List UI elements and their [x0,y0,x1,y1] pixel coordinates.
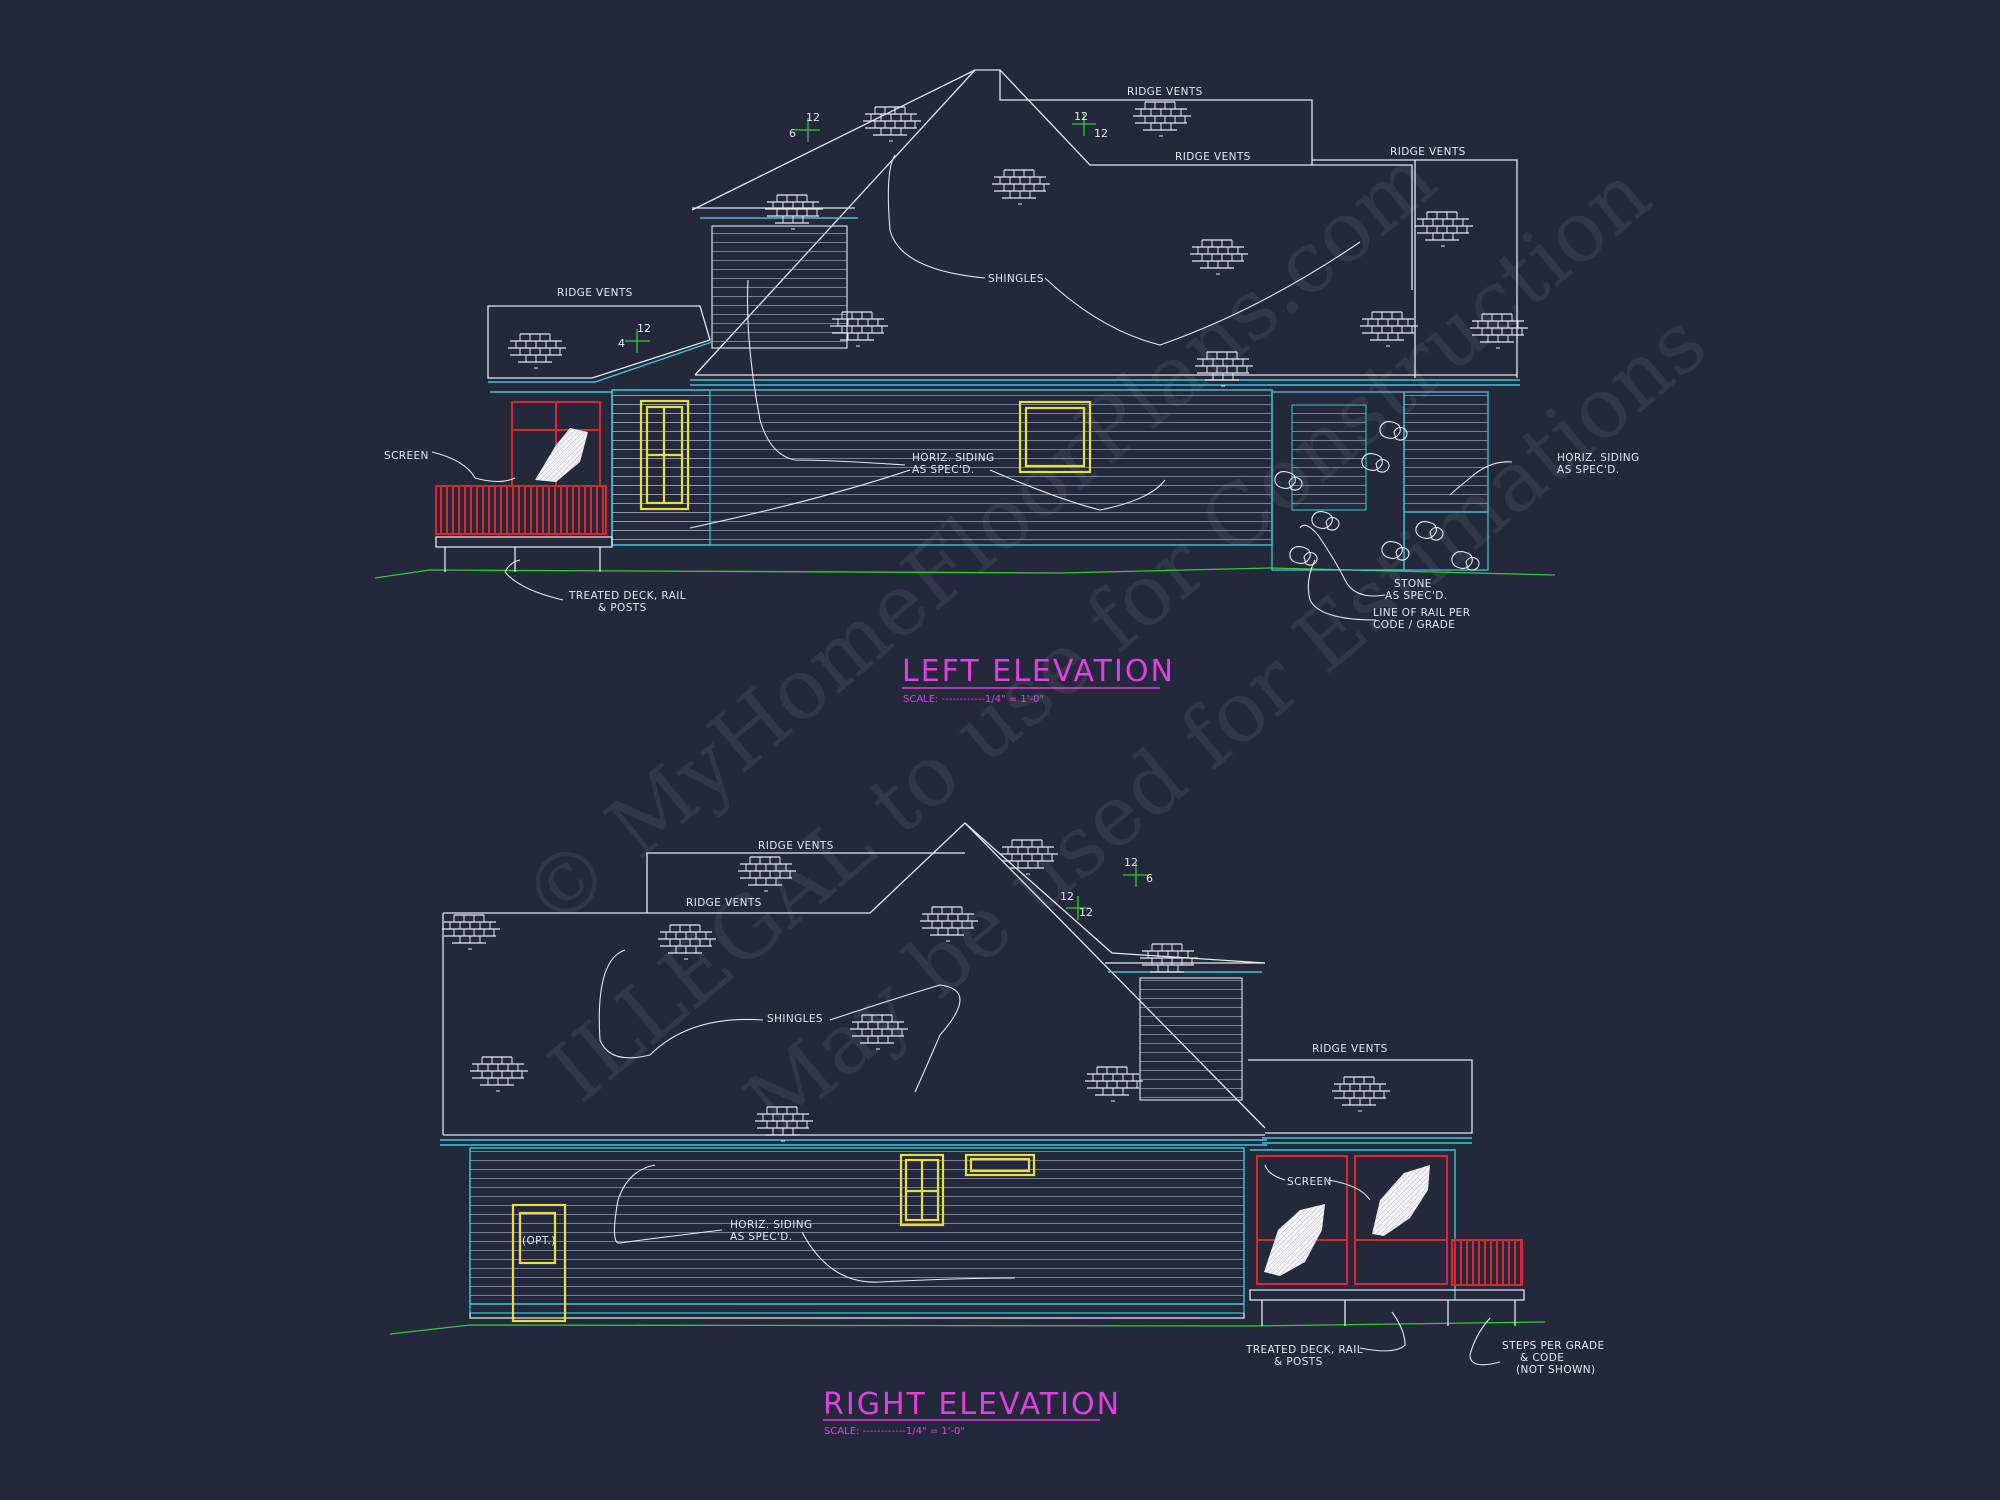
svg-text:12: 12 [1079,906,1093,919]
right-label-horiz-siding: HORIZ. SIDING [730,1219,813,1231]
left-label-stone-2: AS SPEC'D. [1385,590,1447,602]
left-dormer-siding [711,225,848,349]
right-label-shingles: SHINGLES [767,1013,823,1025]
right-window-double-hung [899,1153,945,1227]
right-grade-line [389,1321,1546,1335]
right-screen-porch [1249,1149,1525,1326]
left-label-as-specd-1: AS SPEC'D. [912,464,974,476]
right-label-opt: (OPT.) [522,1235,556,1247]
left-main-fascia [690,379,1520,386]
right-label-as-specd: AS SPEC'D. [730,1231,792,1243]
left-stone-inner [1291,404,1367,511]
left-elevation-title: LEFT ELEVATION [902,654,1175,689]
left-label-horiz-siding-1: HORIZ. SIDING [912,452,995,464]
left-label-deck-1: TREATED DECK, RAIL [568,590,686,602]
left-label-horiz-siding-2: HORIZ. SIDING [1557,452,1640,464]
right-pitch-2: 12 12 [1060,890,1093,920]
left-window-square [1018,400,1092,474]
left-pitch-1: 6 12 [789,111,820,142]
left-main-roof-outline [691,69,1413,290]
left-label-shingles: SHINGLES [988,273,1044,285]
left-label-screen: SCREEN [384,450,429,462]
left-window-double-hung [639,399,690,511]
left-pitch-3: 4 12 [618,322,651,353]
svg-text:12: 12 [806,111,820,124]
right-elevation: 12 6 12 12 RIDGE VENTS RIDGE VENTS RIDGE… [389,822,1605,1437]
svg-text:6: 6 [789,127,796,140]
left-label-rail-1: LINE OF RAIL PER [1373,607,1470,619]
right-screen-hatch-1 [1264,1204,1325,1276]
right-window-transom [964,1153,1036,1177]
svg-text:12: 12 [1060,890,1074,903]
left-screen-porch [435,391,613,572]
right-screen-hatch-2 [1372,1165,1430,1236]
left-label-ridge-vents-3: RIDGE VENTS [1390,146,1466,158]
watermark-line-2: ILLEGAL to use for Construction [531,144,1668,1120]
watermark: © MyHomeFloorPlans.com ILLEGAL to use fo… [504,128,1725,1152]
left-upper-ridge-box [999,70,1313,165]
left-main-wall [611,389,1273,546]
right-wall-base [469,1303,1245,1314]
right-deck-rail [1451,1239,1523,1286]
left-rear-foundation [1403,511,1489,571]
right-main-fascia [440,1139,1267,1146]
left-label-ridge-vents-2: RIDGE VENTS [1175,151,1251,163]
right-main-wall [469,1147,1245,1305]
svg-text:4: 4 [618,337,625,350]
right-label-ridge-vents-2: RIDGE VENTS [686,897,762,909]
right-label-steps-3: (NOT SHOWN) [1516,1364,1596,1376]
svg-text:6: 6 [1146,872,1153,885]
right-label-steps-1: STEPS PER GRADE [1502,1340,1605,1352]
right-label-deck-2: & POSTS [1274,1356,1323,1368]
left-elevation-scale: SCALE: ------------1/4" = 1'-0" [903,694,1044,705]
right-label-steps-2: & CODE [1520,1352,1564,1364]
right-label-ridge-vents-3: RIDGE VENTS [1312,1043,1388,1055]
left-label-ridge-vents-1: RIDGE VENTS [1127,86,1203,98]
left-deck-rail [435,485,607,535]
right-elevation-scale: SCALE: ------------1/4" = 1'-0" [824,1426,965,1437]
left-rear-ridge-box [1312,159,1518,378]
left-wall-section-a [611,389,711,546]
left-label-deck-2: & POSTS [598,602,647,614]
right-upper-ridge-box [646,852,965,913]
left-label-rail-2: CODE / GRADE [1373,619,1455,631]
right-elevation-title: RIGHT ELEVATION [823,1387,1121,1422]
left-label-ridge-vents-4: RIDGE VENTS [557,287,633,299]
left-screen-hatch [535,428,588,482]
svg-text:12: 12 [1074,110,1088,123]
right-porch-roof [1248,1059,1473,1134]
svg-text:12: 12 [1094,127,1108,140]
left-elevation: 6 12 12 12 4 12 RIDGE VENTS RIDGE VENTS … [374,69,1640,705]
left-porch-roof [487,305,711,379]
left-label-as-specd-2: AS SPEC'D. [1557,464,1619,476]
right-label-screen: SCREEN [1287,1176,1332,1188]
left-rear-wall [1403,391,1489,513]
right-door-optional [511,1203,567,1323]
right-porch-fascia [1262,1137,1472,1144]
left-porch-fascia [488,341,713,383]
left-pitch-2: 12 12 [1072,110,1108,140]
right-pitch-1: 12 6 [1123,856,1153,887]
svg-text:12: 12 [1124,856,1138,869]
right-label-ridge-vents-1: RIDGE VENTS [758,840,834,852]
right-dormer-siding [1139,977,1243,1101]
right-label-deck-1: TREATED DECK, RAIL [1245,1344,1363,1356]
left-label-stone-1: STONE [1394,578,1432,590]
svg-text:12: 12 [637,322,651,335]
